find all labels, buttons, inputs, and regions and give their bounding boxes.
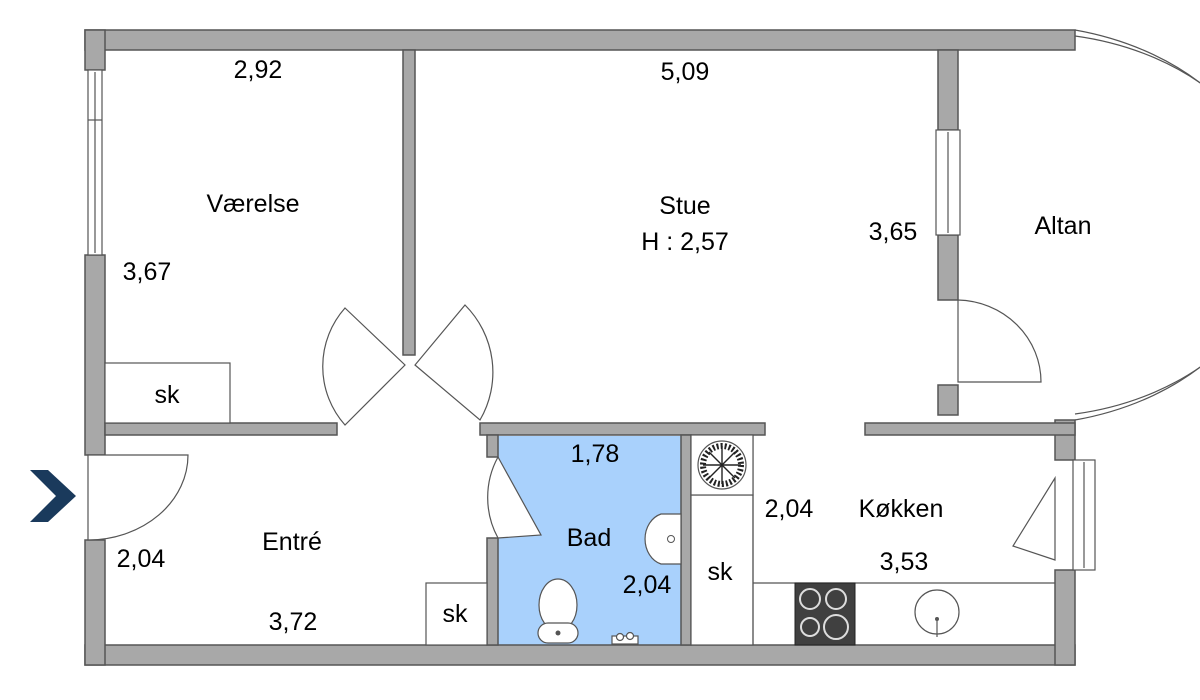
sink-icon [914, 589, 960, 637]
koekken-closet-label: sk [708, 558, 734, 586]
interior-walls [104, 49, 1076, 646]
faucet-icon [611, 631, 639, 645]
stue-depth: 3,65 [869, 218, 918, 246]
windows [87, 69, 1096, 571]
koekken-width: 3,53 [880, 548, 929, 576]
stue-width: 5,09 [661, 58, 710, 86]
koekken-depth: 2,04 [765, 495, 814, 523]
vaerelse-depth: 3,67 [123, 258, 172, 286]
vaerelse-name: Værelse [206, 190, 299, 218]
stue-ceiling-height: H : 2,57 [641, 228, 729, 256]
ventilation-fan-icon [690, 434, 754, 496]
vaerelse-width: 2,92 [234, 56, 283, 84]
altan-name: Altan [1035, 212, 1092, 240]
entre-depth: 2,04 [117, 545, 166, 573]
washbasin-icon [644, 513, 682, 565]
balcony [1074, 29, 1200, 421]
closets [104, 362, 754, 646]
toilet-icon [537, 578, 579, 644]
entre-width: 3,72 [269, 608, 318, 636]
outer-walls [84, 29, 1076, 666]
doors [87, 299, 1056, 561]
entre-closet-label: sk [443, 600, 469, 628]
stove-icon [794, 582, 856, 646]
bad-name: Bad [567, 524, 611, 552]
entrance-arrow-icon [30, 470, 76, 522]
stue-name: Stue [659, 192, 710, 220]
koekken-name: Køkken [859, 495, 944, 523]
bad-width: 1,78 [571, 440, 620, 468]
vaerelse-closet-label: sk [155, 381, 181, 409]
bad-depth: 2,04 [623, 571, 672, 599]
entre-name: Entré [262, 528, 322, 556]
